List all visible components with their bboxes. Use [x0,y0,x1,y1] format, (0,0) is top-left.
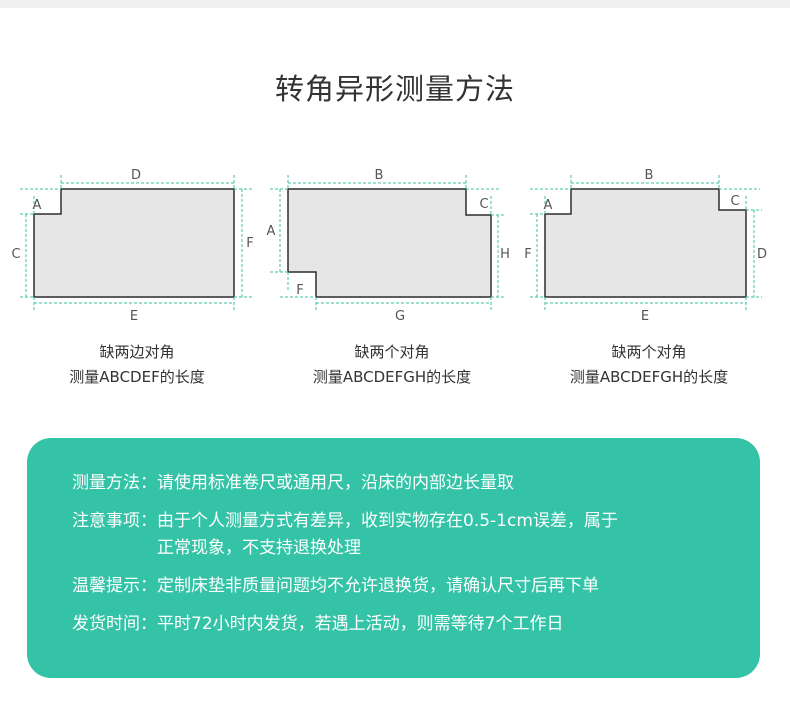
info-value: 定制床垫非质量问题均不允许退换货，请确认尺寸后再下单 [157,573,717,600]
info-value-line: 由于个人测量方式有差异，收到实物存在0.5-1cm误差，属于 [157,511,618,531]
info-row-notice: 注意事项： 由于个人测量方式有差异，收到实物存在0.5-1cm误差，属于 正常现… [72,508,760,562]
diagram-3-caption-line1: 缺两个对角 [611,343,687,361]
diagram-1-caption-line1: 缺两边对角 [99,343,175,361]
diagram-2: B C A H F G [267,168,510,324]
info-card: 测量方法： 请使用标准卷尺或通用尺，沿床的内部边长量取 注意事项： 由于个人测量… [27,438,760,678]
diagram-3: B A C F D E [524,168,767,324]
diagram-2-caption-line1: 缺两个对角 [354,343,430,361]
diagram-1-label-top: D [131,168,141,183]
diagram-2-label-left: A [267,224,276,239]
info-value: 由于个人测量方式有差异，收到实物存在0.5-1cm误差，属于 正常现象，不支持退… [157,508,717,562]
diagram-1-label-left: C [11,247,20,262]
diagram-3-label-left: F [524,247,531,262]
info-row-method: 测量方法： 请使用标准卷尺或通用尺，沿床的内部边长量取 [72,470,760,497]
info-value-line: 定制床垫非质量问题均不允许退换货，请确认尺寸后再下单 [157,576,599,596]
diagram-1-caption-line2: 测量ABCDEF的长度 [69,368,205,386]
diagram-3-label-bottom: E [641,309,649,324]
info-value: 平时72小时内发货，若遇上活动，则需等待7个工作日 [157,611,717,638]
info-value: 请使用标准卷尺或通用尺，沿床的内部边长量取 [157,470,717,497]
info-value-line: 请使用标准卷尺或通用尺，沿床的内部边长量取 [157,473,514,493]
info-value-line: 正常现象，不支持退换处理 [157,538,361,558]
diagram-1-label-right: F [246,236,253,251]
info-label: 注意事项： [72,511,157,531]
diagram-2-label-top: B [375,168,384,183]
diagram-2-label-notch-bl: F [296,283,303,298]
diagram-3-label-right: D [757,247,767,262]
page-title: 转角异形测量方法 [274,72,515,106]
diagram-1-caption: 缺两边对角 测量ABCDEF的长度 [17,340,257,390]
diagram-2-shape [287,188,492,298]
info-label: 温馨提示： [72,576,157,596]
diagram-2-caption-line2: 测量ABCDEFGH的长度 [312,368,472,386]
diagram-2-caption: 缺两个对角 测量ABCDEFGH的长度 [272,340,512,390]
info-value-line: 平时72小时内发货，若遇上活动，则需等待7个工作日 [157,614,564,634]
info-label: 发货时间： [72,614,157,634]
diagram-2-label-notch-tr: C [479,197,488,212]
diagrams-area: .g { stroke: #3ec3a6; stroke-width: 1; s… [11,168,767,324]
info-row-shipping: 发货时间： 平时72小时内发货，若遇上活动，则需等待7个工作日 [72,611,760,638]
diagram-2-label-right: H [500,247,510,262]
diagram-3-label-notch-tr: C [730,194,739,209]
info-row-tip: 温馨提示： 定制床垫非质量问题均不允许退换货，请确认尺寸后再下单 [72,573,760,600]
diagram-3-caption: 缺两个对角 测量ABCDEFGH的长度 [529,340,769,390]
top-band [0,0,790,8]
diagram-3-caption-line2: 测量ABCDEFGH的长度 [569,368,729,386]
diagram-1-label-bottom: E [130,309,138,324]
info-label: 测量方法： [72,473,157,493]
diagram-1-shape [33,188,235,298]
diagram-3-shape [544,188,747,298]
diagram-1-label-notch: A [33,198,42,213]
diagram-1: D A C F E [11,168,253,324]
diagram-3-label-top: B [645,168,654,183]
diagram-3-label-notch-tl: A [544,198,553,213]
diagram-2-label-bottom: G [395,309,405,324]
